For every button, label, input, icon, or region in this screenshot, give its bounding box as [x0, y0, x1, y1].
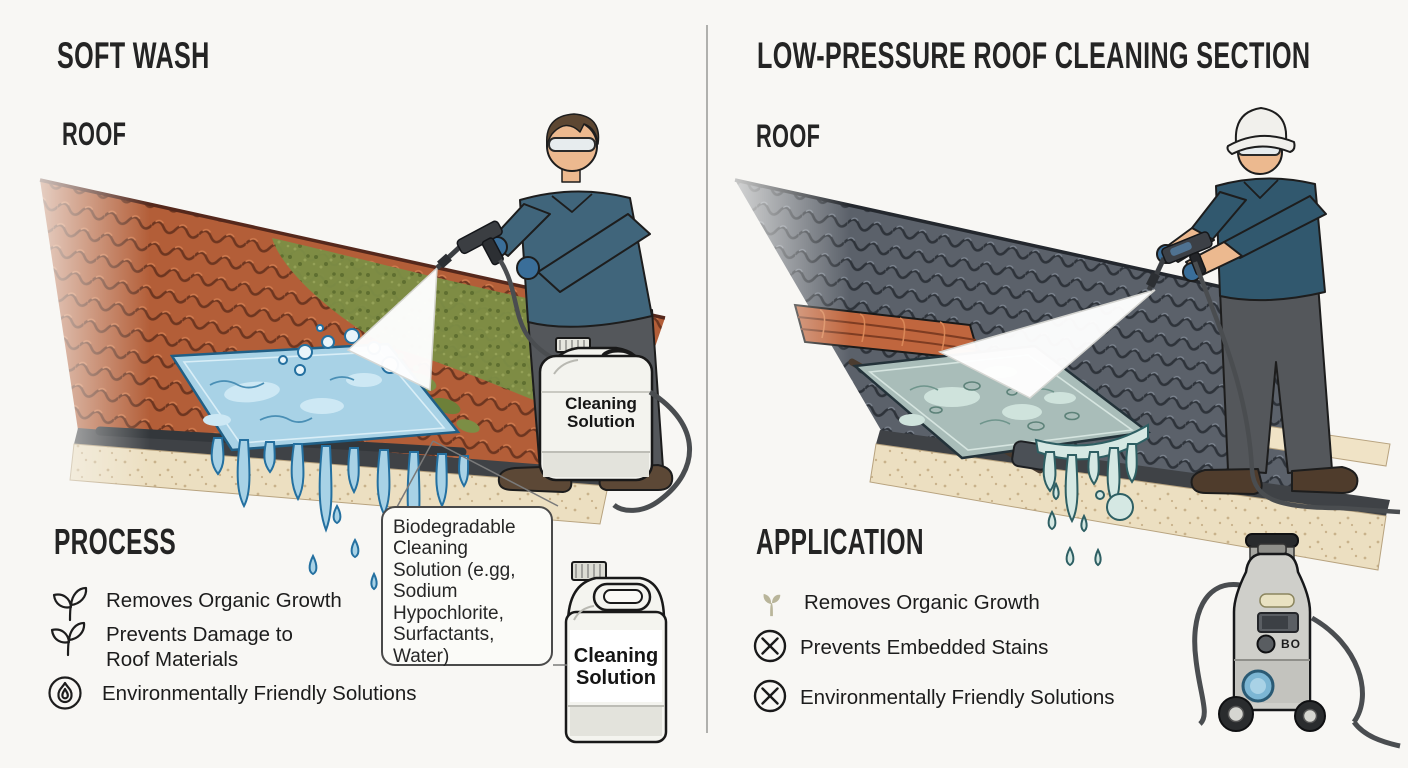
left-roof-label: ROOF [62, 116, 127, 152]
biodegradable-solution-callout: Biodegradable Cleaning Solution (e.gg, S… [381, 506, 553, 667]
process-item-label: Removes Organic Growth [106, 589, 342, 612]
right-section-title: APPLICATION [756, 521, 924, 562]
right-roof-label: ROOF [756, 118, 821, 154]
application-item-label: Environmentally Friendly Solutions [800, 686, 1115, 709]
circle-x-icon [752, 678, 788, 719]
sprayer-tank-label: Cleaning Solution [565, 394, 637, 432]
worker-right [1145, 107, 1401, 515]
leaf-sprout-icon [48, 618, 88, 663]
application-item-label: Removes Organic Growth [804, 591, 1040, 614]
leaf-sprout-icon [50, 583, 90, 628]
sprout-icon [760, 592, 784, 623]
right-panel-title: LOW-PRESSURE ROOF CLEANING SECTION [757, 35, 1311, 76]
process-item-1: Removes Organic Growth [50, 583, 342, 628]
edge-fade-left [0, 150, 150, 550]
left-section-title: PROCESS [54, 521, 177, 562]
jug-label: Cleaning Solution [573, 645, 659, 689]
application-item-3: Environmentally Friendly Solutions [752, 678, 1114, 719]
application-item-1: Removes Organic Growth [760, 586, 1040, 623]
process-item-label: Environmentally Friendly Solutions [102, 682, 417, 705]
application-item-2: Prevents Embedded Stains [752, 628, 1048, 669]
spray-cone-left [346, 266, 438, 392]
water-drips-right [1034, 423, 1149, 567]
process-item-label: Prevents Damage to Roof Materials [106, 623, 293, 671]
process-item-3: Environmentally Friendly Solutions [46, 672, 416, 717]
circle-x-icon [752, 628, 788, 669]
application-item-label: Prevents Embedded Stains [800, 636, 1049, 659]
spray-cone-right [937, 289, 1156, 399]
panel-divider [706, 25, 708, 733]
low-pressure-illustration [700, 107, 1401, 749]
pressure-washer-machine [1192, 533, 1401, 749]
sprayer-tank-left [538, 337, 693, 513]
edge-fade-right [700, 150, 850, 550]
process-item-2: Prevents Damage to Roof Materials [48, 618, 311, 672]
flame-circle-icon [46, 674, 84, 717]
cleaning-jug-left [564, 561, 668, 744]
machine-panel-text: BO [1281, 637, 1301, 651]
left-panel-title: SOFT WASH [57, 35, 210, 76]
